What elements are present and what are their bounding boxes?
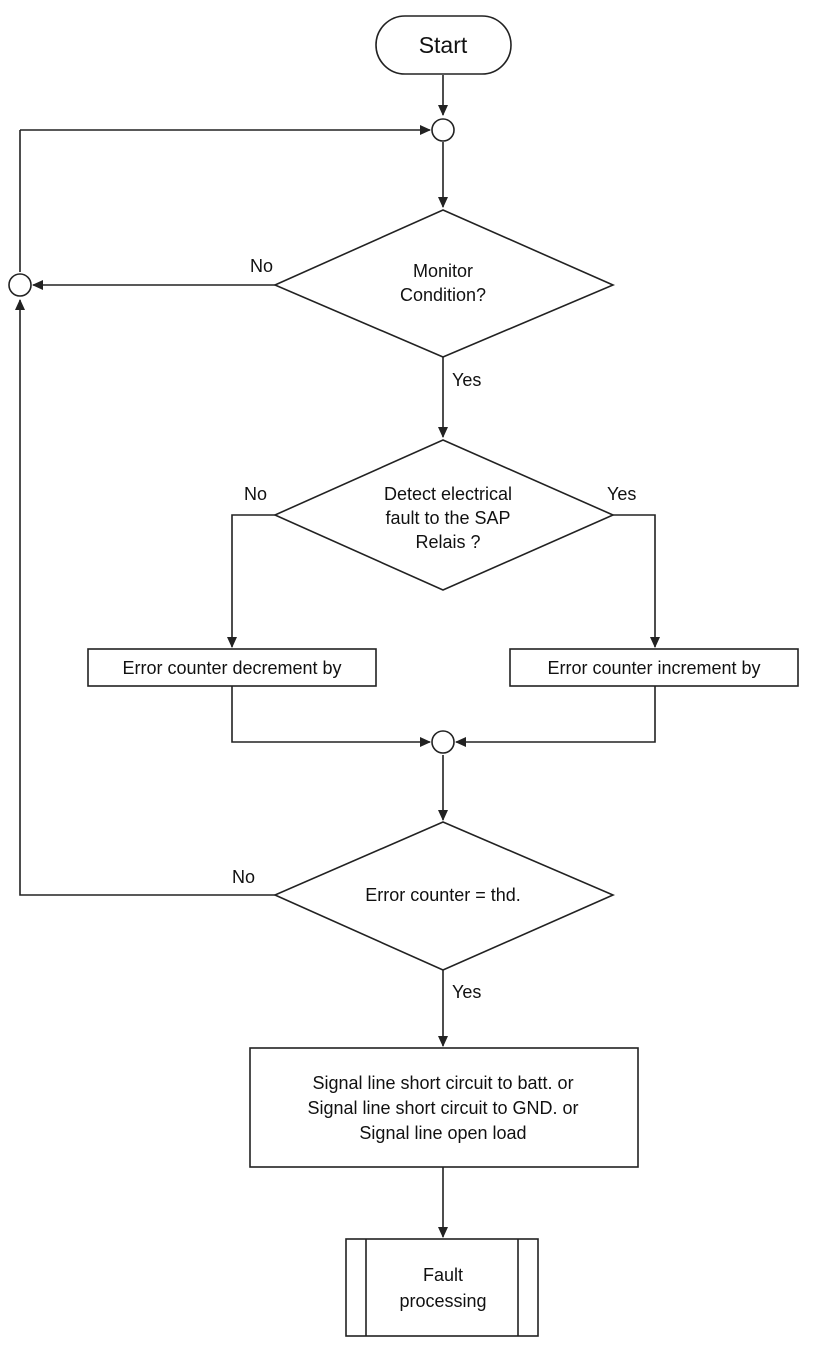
decrement-box [87,648,377,687]
connector-threshold-no [15,299,275,896]
merge-node-middle [431,730,455,754]
merge-node-left [8,273,32,297]
label-detect-yes: Yes [607,484,636,504]
label-threshold-yes: Yes [452,982,481,1002]
decision-error-threshold [273,821,616,971]
start-terminator [375,15,512,75]
result-box [249,1047,639,1168]
decision-detect-line-1: Detect electrical [384,484,512,504]
start-label: Start [419,32,468,58]
decrement-label: Error counter decrement by [122,658,341,678]
decision-detect-line-3: Relais ? [415,532,480,552]
label-detect-no: No [244,484,267,504]
connector-increment-to-merge [455,686,656,747]
connector-decrement-to-merge [231,686,431,747]
fault-line-2: processing [399,1291,486,1311]
decision-monitor-condition [273,209,616,358]
result-line-2: Signal line short circuit to GND. or [307,1098,578,1118]
merge-node-top [431,118,455,142]
decision-detect-line-2: fault to the SAP [385,508,510,528]
fault-line-1: Fault [423,1265,463,1285]
connector-detect-no [227,514,275,648]
label-monitor-no: No [250,256,273,276]
connector-detect-yes [613,514,660,648]
label-threshold-no: No [232,867,255,887]
decision-monitor-line-1: Monitor [413,261,473,281]
result-line-1: Signal line short circuit to batt. or [312,1073,573,1093]
increment-label: Error counter increment by [547,658,760,678]
result-line-3: Signal line open load [359,1123,526,1143]
decision-detect-fault [273,439,615,591]
increment-box [509,648,799,687]
label-monitor-yes: Yes [452,370,481,390]
decision-monitor-line-2: Condition? [400,285,486,305]
fault-processing-box [345,1238,539,1337]
decision-threshold-label: Error counter = thd. [365,885,521,905]
